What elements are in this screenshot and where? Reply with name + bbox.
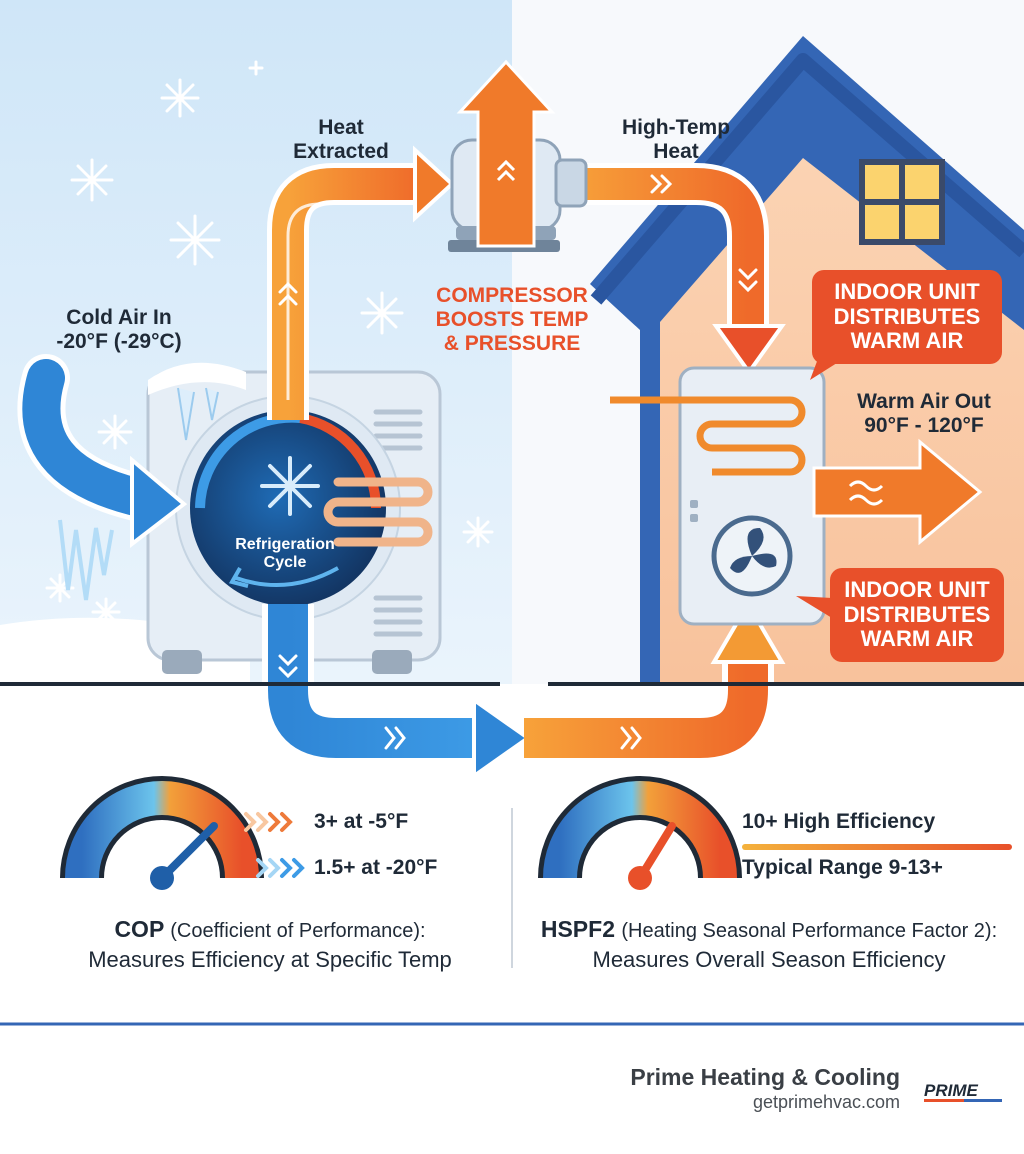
label-line: COMPRESSOR: [436, 284, 588, 307]
indoor-unit: [610, 366, 826, 626]
label-line: Heat: [318, 116, 364, 139]
label-line: Extracted: [293, 140, 389, 164]
heat-extracted-label: Heat Extracted: [276, 116, 406, 164]
high-temp-heat-label: High-Temp Heat: [596, 116, 756, 164]
refrigerant-loop: [262, 145, 786, 780]
snowflake-icon: [91, 597, 121, 627]
coil-icon: [323, 477, 433, 547]
label-line: Warm Air Out: [857, 390, 991, 413]
arrow-up-icon: [456, 59, 556, 248]
legend-markers: [244, 812, 305, 878]
indoor-unit-callout-bottom: INDOOR UNIT DISTRIBUTES WARM AIR: [830, 568, 1004, 662]
snowflake-icon: [160, 78, 200, 118]
snowflake-icon: [70, 158, 114, 202]
callout-pointer: [796, 596, 832, 618]
arrow-up-icon: [710, 600, 786, 664]
hspf2-caption: HSPF2 (Heating Seasonal Performance Fact…: [524, 914, 1014, 975]
snowflake-icon: [169, 214, 221, 266]
label-line: -20°F (-29°C): [56, 330, 182, 354]
cop-title-rest: (Coefficient of Performance):: [170, 920, 426, 942]
label-line: & PRESSURE: [443, 332, 581, 356]
compressor-label: COMPRESSOR BOOSTS TEMP & PRESSURE: [420, 284, 604, 356]
label-line: Refrigeration: [235, 536, 335, 553]
cop-subtitle: Measures Efficiency at Specific Temp: [88, 947, 452, 973]
fan-icon: [730, 528, 777, 573]
arrow-right-icon: [413, 145, 455, 223]
label-line: High-Temp: [621, 116, 731, 139]
efficiency-bar: [742, 844, 1012, 850]
arrow-down-icon: [712, 324, 786, 376]
hspf2-gauge: [538, 776, 742, 890]
cop-legend-high: 3+ at -5°F: [314, 810, 409, 833]
cop-legend-low: 1.5+ at -20°F: [314, 856, 438, 879]
label-line: BOOSTS TEMP: [435, 308, 589, 332]
snowflake-icon: [260, 456, 320, 516]
warm-air-out-arrow: [812, 438, 983, 546]
label-line: 90°F - 120°F: [864, 414, 984, 438]
cop-caption: COP (Coefficient of Performance): Measur…: [40, 914, 500, 975]
snowflake-icon: [45, 573, 75, 603]
cop-gauge: [60, 776, 264, 890]
brand-name: Prime Heating & Cooling: [630, 1064, 900, 1090]
brand-logo: PRIME: [924, 1081, 1002, 1102]
arrow-right-icon: [472, 696, 532, 780]
callout-line: DISTRIBUTES: [833, 303, 981, 329]
snowflake-icon: [97, 414, 133, 450]
callout-line: WARM AIR: [850, 328, 964, 354]
callout-line: INDOOR UNIT: [834, 279, 980, 304]
snowflake-icon: [360, 291, 404, 335]
refrigeration-cycle-disc: [175, 395, 433, 621]
snowflakes: [45, 60, 494, 627]
hspf2-legend-high: 10+ High Efficiency: [742, 810, 936, 833]
refrigeration-cycle-label: Refrigeration Cycle: [220, 536, 350, 573]
cold-air-in-arrow: [17, 354, 188, 549]
brand-url: getprimehvac.com: [752, 1092, 900, 1112]
snowflake-icon: [462, 516, 494, 548]
hspf2-title: HSPF2: [540, 916, 615, 942]
snowflake-icon: [248, 60, 264, 76]
label-line: Heat: [653, 140, 699, 164]
callout-line: DISTRIBUTES: [843, 601, 991, 627]
label-line: Cycle: [263, 554, 307, 572]
cop-title: COP: [114, 916, 164, 942]
callout-line: WARM AIR: [860, 626, 974, 652]
cold-air-in-label: Cold Air In -20°F (-29°C): [34, 306, 204, 354]
brand-logo-text: PRIME: [924, 1081, 979, 1100]
hspf2-legend-range: Typical Range 9-13+: [742, 856, 943, 879]
hspf2-subtitle: Measures Overall Season Efficiency: [592, 947, 946, 973]
hspf2-title-rest: (Heating Seasonal Performance Factor 2):: [621, 920, 998, 942]
compressor: [448, 59, 588, 252]
warm-air-out-label: Warm Air Out 90°F - 120°F: [834, 390, 1014, 438]
label-line: Cold Air In: [66, 306, 172, 329]
callout-line: INDOOR UNIT: [844, 577, 990, 602]
indoor-unit-callout-top: INDOOR UNIT DISTRIBUTES WARM AIR: [812, 270, 1002, 364]
